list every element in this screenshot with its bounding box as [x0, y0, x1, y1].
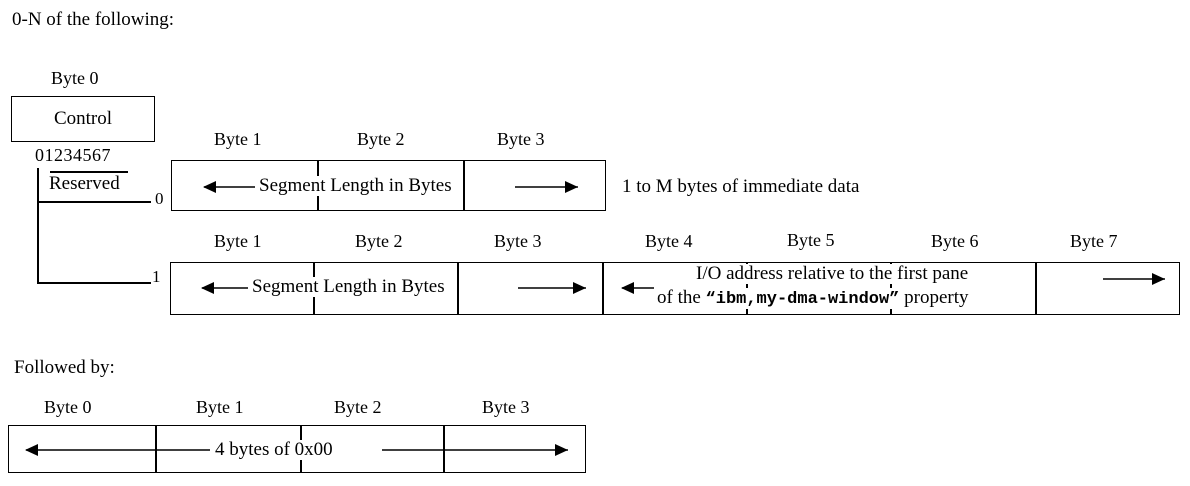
reserved-overline: [50, 171, 128, 173]
row-one-index-label: 1: [152, 267, 161, 286]
control-box: Control: [11, 96, 155, 142]
address-line-2-suffix: property: [899, 287, 969, 308]
trailer-byte-0-label: Byte 0: [44, 397, 92, 417]
row-one-address-line-2: of the “ibm,my-dma-window” property: [655, 288, 971, 309]
dma-window-property-name: “ibm,my-dma-window”: [705, 290, 900, 309]
row-zero-byte-3-label: Byte 3: [497, 129, 545, 149]
section-two-heading: Followed by:: [14, 357, 115, 378]
reserved-label: Reserved: [49, 173, 120, 194]
row-one-box: [170, 262, 1180, 315]
row-zero-box: [171, 160, 606, 211]
bit-zero-bracket-vertical: [37, 168, 39, 283]
bit-zero-leader-row-one: [37, 282, 151, 284]
control-box-label: Control: [53, 108, 113, 129]
trailer-divider-3: [443, 425, 445, 473]
control-bit-numbers: 01234567: [35, 145, 111, 165]
row-one-divider-2: [457, 262, 459, 315]
control-byte-label: Byte 0: [51, 68, 99, 88]
row-zero-index-label: 0: [155, 189, 164, 208]
address-line-2-prefix: of the: [657, 287, 706, 308]
row-zero-byte-2-label: Byte 2: [357, 129, 405, 149]
trailer-byte-2-label: Byte 2: [334, 397, 382, 417]
trailer-field-label: 4 bytes of 0x00: [213, 439, 335, 460]
row-one-length-field-label: Segment Length in Bytes: [250, 276, 447, 297]
row-zero-divider-2: [463, 160, 465, 211]
trailer-byte-1-label: Byte 1: [196, 397, 244, 417]
row-zero-trailing-text: 1 to M bytes of immediate data: [622, 176, 860, 197]
trailer-byte-3-label: Byte 3: [482, 397, 530, 417]
row-one-byte-6-label: Byte 6: [931, 231, 979, 251]
row-one-byte-7-label: Byte 7: [1070, 231, 1118, 251]
row-one-address-line-1: I/O address relative to the first pane: [694, 263, 971, 284]
row-one-byte-1-label: Byte 1: [214, 231, 262, 251]
bit-zero-leader-row-zero: [37, 201, 151, 203]
trailer-box: [8, 425, 586, 473]
section-one-heading: 0-N of the following:: [12, 9, 175, 30]
row-one-divider-3: [602, 262, 604, 315]
row-one-divider-6: [1035, 262, 1037, 315]
trailer-divider-1: [155, 425, 157, 473]
row-one-byte-4-label: Byte 4: [645, 231, 693, 251]
row-zero-byte-1-label: Byte 1: [214, 129, 262, 149]
row-one-byte-3-label: Byte 3: [494, 231, 542, 251]
row-zero-field-label: Segment Length in Bytes: [257, 175, 454, 196]
row-one-byte-5-label: Byte 5: [787, 230, 835, 250]
row-one-byte-2-label: Byte 2: [355, 231, 403, 251]
